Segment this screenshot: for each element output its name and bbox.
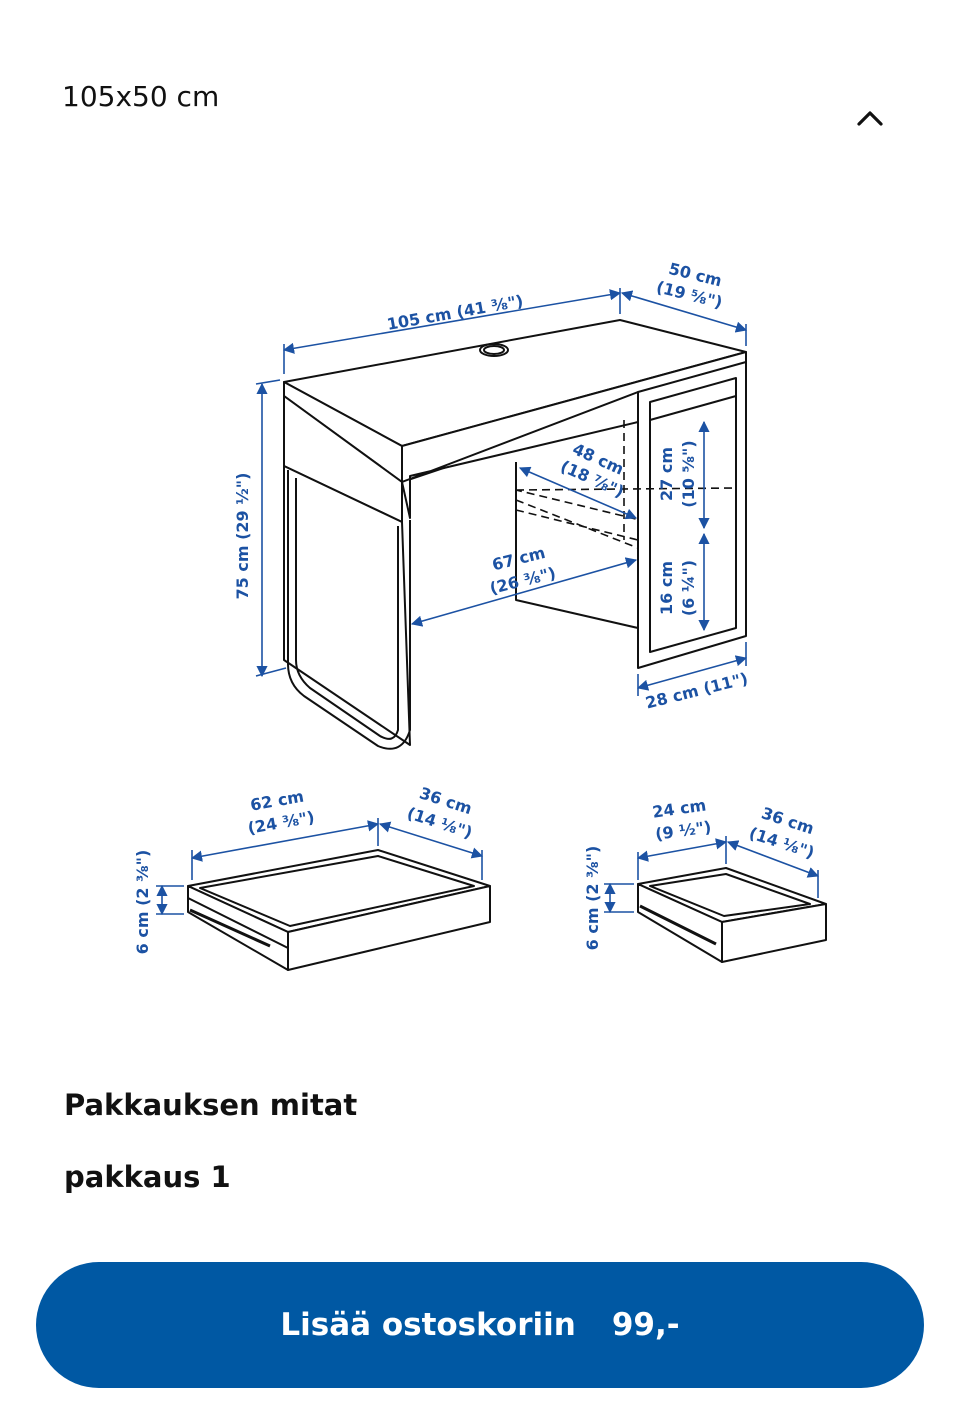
desk-width-label: 105 cm (41 ⅜") — [385, 291, 524, 334]
shelf-upper-cm-label: 27 cm — [657, 447, 676, 501]
cabinet-width-label: 28 cm (11") — [644, 669, 750, 713]
dimension-diagram: 105 cm (41 ⅜") 50 cm (19 ⅝") 75 cm (29 ½… — [133, 259, 827, 971]
large-drawer-dimension-lines — [156, 818, 484, 916]
package-1-label[interactable]: pakkaus 1 — [64, 1160, 231, 1194]
add-to-cart-label: Lisää ostoskoriin — [280, 1307, 576, 1343]
packaging-dimensions-heading: Pakkauksen mitat — [64, 1088, 358, 1122]
small-drawer-height-label: 6 cm (2 ⅜") — [583, 846, 602, 951]
shelf-upper-in-label: (10 ⅝") — [679, 440, 698, 507]
desk-height-label: 75 cm (29 ½") — [233, 473, 252, 600]
chevron-up-icon — [857, 111, 883, 126]
collapse-button[interactable] — [846, 96, 894, 140]
small-drawer-dimension-lines — [604, 836, 820, 914]
desk-drawing — [283, 319, 747, 750]
price-label: 99,- — [611, 1307, 680, 1343]
small-drawer-width-in-label: (9 ½") — [654, 817, 712, 844]
small-drawer-drawing — [637, 867, 827, 963]
shelf-lower-in-label: (6 ¼") — [679, 560, 698, 616]
product-size-label: 105x50 cm — [62, 80, 220, 113]
large-drawer-height-label: 6 cm (2 ⅜") — [133, 850, 152, 955]
desk-dimension-lines — [255, 288, 748, 696]
add-to-cart-button[interactable]: Lisää ostoskoriin 99,- — [36, 1262, 924, 1388]
large-drawer-drawing — [187, 849, 491, 971]
shelf-lower-cm-label: 16 cm — [657, 561, 676, 615]
